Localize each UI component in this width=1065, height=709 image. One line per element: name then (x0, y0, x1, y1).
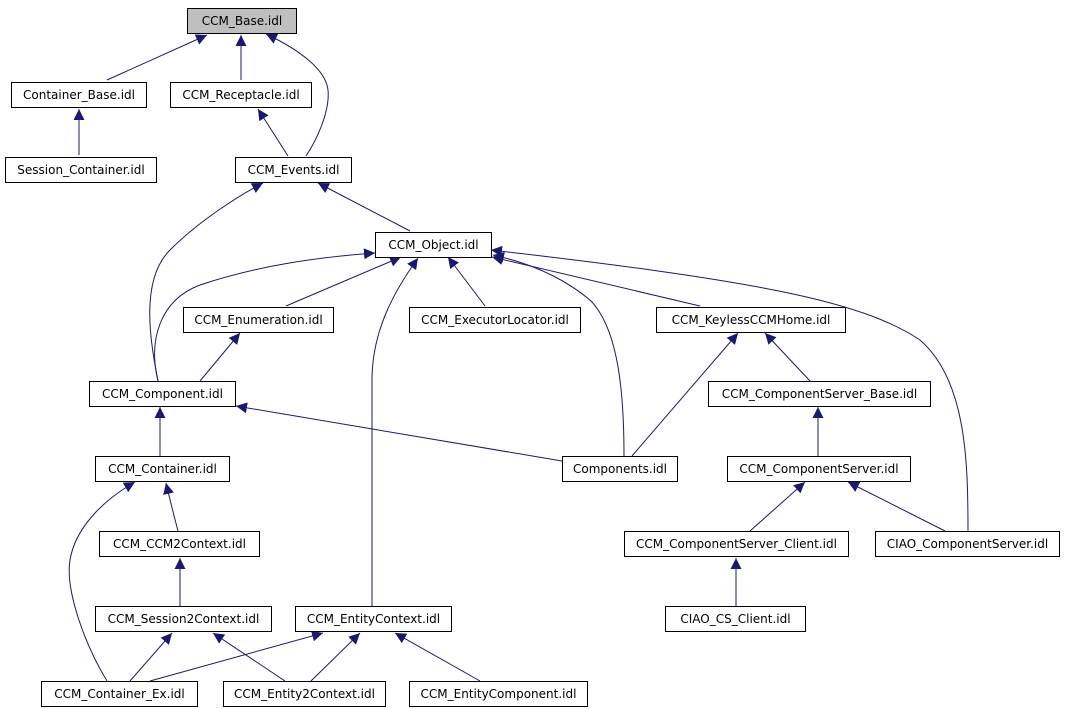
edge-ccm-enumeration-to-ccm-object (285, 256, 402, 307)
edge-ccm-ccm2context-to-ccm-container (163, 482, 179, 532)
edge-ccm-executorlocator-to-ccm-object (447, 256, 486, 307)
node-ciao-cs-client[interactable]: CIAO_CS_Client.idl (665, 606, 806, 632)
node-ccm-componentserver-client[interactable]: CCM_ComponentServer_Client.idl (624, 531, 849, 557)
node-ccm-entity2context[interactable]: CCM_Entity2Context.idl (223, 681, 386, 707)
edge-ccm-container-ex-to-ccm-entitycontext (149, 630, 324, 682)
edge-ccm-events-to-ccm-base (265, 33, 329, 157)
node-ccm-componentserver[interactable]: CCM_ComponentServer.idl (727, 456, 911, 482)
node-container-base[interactable]: Container_Base.idl (11, 82, 147, 108)
edge-ciao-componentserver-to-ccm-object (490, 245, 969, 532)
edge-ccm-componentserver-client-to-ccm-componentserver (749, 481, 806, 532)
edge-ccm-container-ex-to-ccm-container (68, 481, 136, 682)
edge-ccm-entitycomponent-to-ccm-entitycontext (394, 632, 481, 682)
edge-container-base-to-ccm-base (106, 34, 208, 81)
edge-ccm-events-to-ccm-receptacle (257, 108, 289, 157)
node-ccm-container[interactable]: CCM_Container.idl (95, 456, 230, 482)
edge-components-to-ccm-keylessccmhome (631, 332, 739, 457)
node-ccm-componentserver-base[interactable]: CCM_ComponentServer_Base.idl (708, 381, 931, 407)
edge-ccm-component-to-ccm-enumeration (199, 332, 241, 382)
node-ccm-entitycomponent[interactable]: CCM_EntityComponent.idl (409, 681, 588, 707)
node-ccm-receptacle[interactable]: CCM_Receptacle.idl (170, 82, 312, 108)
node-components[interactable]: Components.idl (562, 456, 678, 482)
edge-ccm-component-to-ccm-object (154, 248, 376, 382)
node-ciao-componentserver[interactable]: CIAO_ComponentServer.idl (875, 531, 1060, 557)
edge-ccm-keylessccmhome-to-ccm-object (491, 254, 701, 307)
edge-ccm-componentserver-base-to-ccm-keylessccmhome (764, 332, 811, 382)
edge-components-to-ccm-object (492, 251, 625, 457)
edge-ciao-componentserver-to-ccm-componentserver (847, 481, 946, 532)
node-ccm-events[interactable]: CCM_Events.idl (235, 157, 352, 183)
node-ccm-base: CCM_Base.idl (187, 8, 297, 34)
node-ccm-session2context[interactable]: CCM_Session2Context.idl (95, 606, 272, 632)
node-ccm-enumeration[interactable]: CCM_Enumeration.idl (183, 307, 334, 333)
edge-ccm-component-to-ccm-events (149, 182, 264, 382)
node-ccm-ccm2context[interactable]: CCM_CCM2Context.idl (99, 531, 260, 557)
node-ccm-component[interactable]: CCM_Component.idl (89, 381, 236, 407)
edge-ccm-entity2context-to-ccm-session2context (212, 632, 286, 682)
node-ccm-entitycontext[interactable]: CCM_EntityContext.idl (295, 606, 452, 632)
node-ccm-object[interactable]: CCM_Object.idl (375, 232, 492, 258)
edge-ccm-entity2context-to-ccm-entitycontext (310, 632, 361, 682)
edge-ccm-object-to-ccm-events (317, 182, 411, 232)
node-ccm-container-ex[interactable]: CCM_Container_Ex.idl (41, 681, 198, 707)
edge-ccm-container-ex-to-ccm-session2context (129, 632, 173, 682)
node-ccm-executorlocator[interactable]: CCM_ExecutorLocator.idl (409, 307, 581, 333)
edge-components-to-ccm-component (235, 402, 563, 462)
node-session-container[interactable]: Session_Container.idl (5, 157, 157, 183)
edge-ccm-entitycontext-to-ccm-object (371, 257, 419, 606)
node-ccm-keylessccmhome[interactable]: CCM_KeylessCCMHome.idl (656, 307, 846, 333)
